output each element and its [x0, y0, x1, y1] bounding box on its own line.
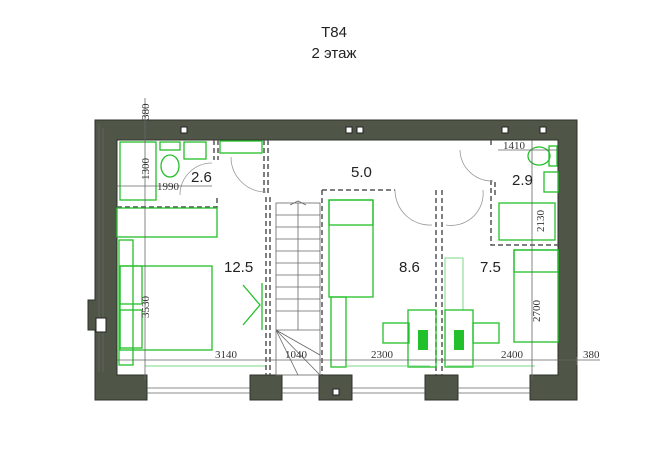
room-area-bedroom-main: 12.5 — [224, 259, 253, 276]
dim-bottom-4: 2400 — [501, 349, 524, 361]
dim-bath-right-width: 1410 — [503, 140, 526, 152]
room-area-hall: 5.0 — [351, 164, 372, 181]
room-area-bedroom-middle: 8.6 — [399, 259, 420, 276]
floor-label: 2 этаж — [311, 45, 357, 62]
dim-bath-left-height: 1300 — [140, 158, 152, 181]
vent-icon — [356, 126, 364, 134]
dim-bedroom-right-depth: 2700 — [531, 300, 543, 323]
dim-shower-right: 2130 — [535, 210, 547, 233]
dim-bedroom-main-depth: 3530 — [140, 296, 152, 319]
plan-title: Т84 — [321, 24, 347, 41]
outer-walls — [87, 119, 578, 401]
room-area-bathroom-right: 2.9 — [512, 172, 533, 189]
staircase — [275, 200, 321, 376]
dim-right-wall: 380 — [583, 349, 600, 361]
vent-icon — [501, 126, 509, 134]
room-area-bathroom-left: 2.6 — [191, 169, 212, 186]
vent-icon — [180, 126, 188, 134]
dim-bottom-1: 3140 — [215, 349, 238, 361]
dim-bottom-3: 2300 — [371, 349, 394, 361]
vent-icon — [345, 126, 353, 134]
partitions — [117, 140, 558, 375]
dimension-lines — [117, 98, 600, 380]
room-area-bedroom-right: 7.5 — [480, 259, 501, 276]
dim-bath-left-width: 1990 — [157, 181, 180, 193]
vent-icon — [539, 126, 547, 134]
dim-top-wall: 380 — [140, 103, 152, 120]
vent-icon — [332, 388, 340, 396]
furniture — [116, 140, 559, 368]
doors — [179, 149, 494, 226]
vent-icon — [95, 317, 107, 333]
dim-bottom-2: 1040 — [285, 349, 308, 361]
